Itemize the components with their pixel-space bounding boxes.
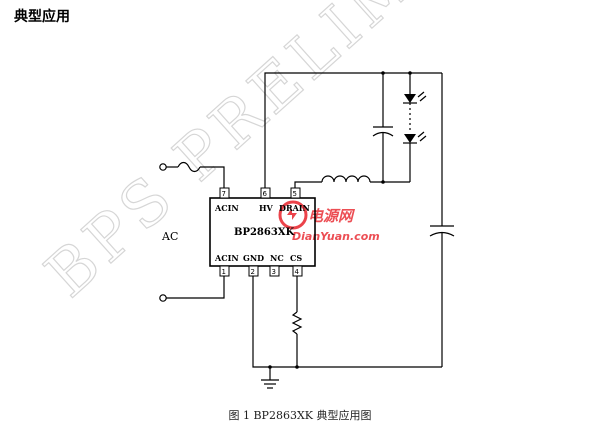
svg-text:7: 7 — [222, 190, 226, 198]
logo-cn: 电源网 — [308, 207, 356, 225]
pin-label-hv: HV — [259, 203, 274, 213]
page-heading: 典型应用 — [14, 9, 70, 25]
dianyuan-logo: 电源网 DianYuan.com — [278, 200, 380, 243]
svg-text:6: 6 — [263, 190, 268, 198]
ground-symbol — [261, 367, 279, 389]
svg-text:4: 4 — [295, 268, 300, 276]
pin-5: 5 DRAIN — [279, 187, 310, 213]
inductor — [294, 175, 410, 188]
ac-input-top — [159, 161, 225, 188]
sense-resistor — [291, 276, 303, 367]
watermark-text: BPS PRELIM — [31, 0, 431, 311]
ground-rail — [252, 276, 442, 368]
pin-label-drain: DRAIN — [279, 203, 310, 213]
pin-6: 6 HV — [259, 187, 274, 213]
svg-text:5: 5 — [293, 190, 297, 198]
pin-4: 4 CS — [290, 253, 303, 277]
bulk-capacitor — [429, 73, 455, 367]
pin-1: 1 ACIN — [214, 253, 239, 277]
part-number: BP2863XK — [234, 227, 295, 238]
ac-label: AC — [161, 230, 178, 243]
pin-label-acin-top: ACIN — [214, 203, 239, 213]
fuse-symbol — [177, 161, 201, 173]
pin-2: 2 GND — [243, 253, 264, 277]
output-capacitor — [372, 73, 394, 182]
pin-7: 7 ACIN — [214, 187, 239, 213]
ac-input-bottom — [159, 276, 225, 302]
logo-en: DianYuan.com — [292, 230, 380, 243]
svg-text:3: 3 — [272, 268, 276, 276]
svg-text:2: 2 — [251, 268, 255, 276]
led-string — [403, 73, 427, 182]
figure-caption: 图 1 BP2863XK 典型应用图 — [228, 409, 372, 422]
pin-label-gnd: GND — [243, 253, 264, 263]
pin-label-cs: CS — [290, 253, 302, 263]
pin-label-nc: NC — [270, 253, 284, 263]
pin-label-acin-bottom: ACIN — [214, 253, 239, 263]
svg-text:1: 1 — [222, 268, 226, 276]
pin-3: 3 NC — [269, 253, 284, 277]
